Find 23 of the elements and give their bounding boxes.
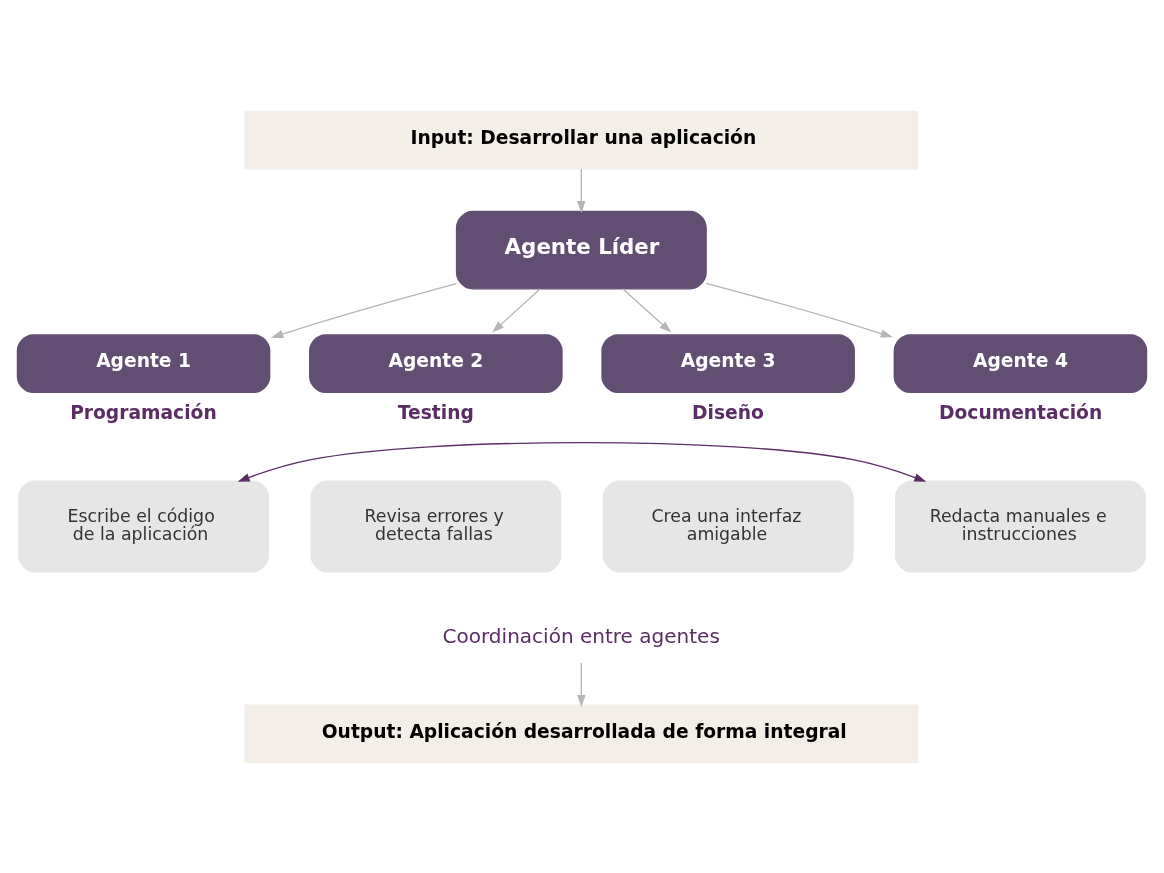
- node-box: Agente 3: [601, 333, 855, 393]
- node-label: Documentación: [939, 401, 1103, 423]
- arrow: [705, 282, 893, 338]
- node-label: Diseño: [692, 401, 764, 423]
- node-box: Redacta manuales e instrucciones: [895, 479, 1146, 572]
- node-box: Agente 4: [893, 333, 1148, 393]
- node-text: Coordinación entre agentes: [442, 623, 720, 648]
- node-label: Programación: [70, 401, 217, 423]
- node-box: Crea una interfaz amigable: [602, 479, 854, 572]
- arrow: [577, 167, 586, 213]
- node-box: Agente Líder: [455, 210, 707, 289]
- node-box: Revisa errores y detecta fallas: [310, 479, 562, 572]
- arrow: [622, 287, 672, 333]
- node-box: Agente 1: [16, 333, 271, 393]
- arrow: [271, 282, 458, 338]
- node-label: Testing: [397, 401, 474, 423]
- node-box: Agente 2: [309, 333, 563, 393]
- node-box: Escribe el código de la aplicación: [18, 479, 269, 572]
- node-box: Output: Aplicación desarrollada de forma integral: [244, 704, 919, 763]
- node-box: Input: Desarrollar una aplicación: [244, 110, 919, 169]
- arrow: [237, 441, 927, 482]
- arrow: [577, 661, 586, 707]
- arrow: [492, 287, 541, 333]
